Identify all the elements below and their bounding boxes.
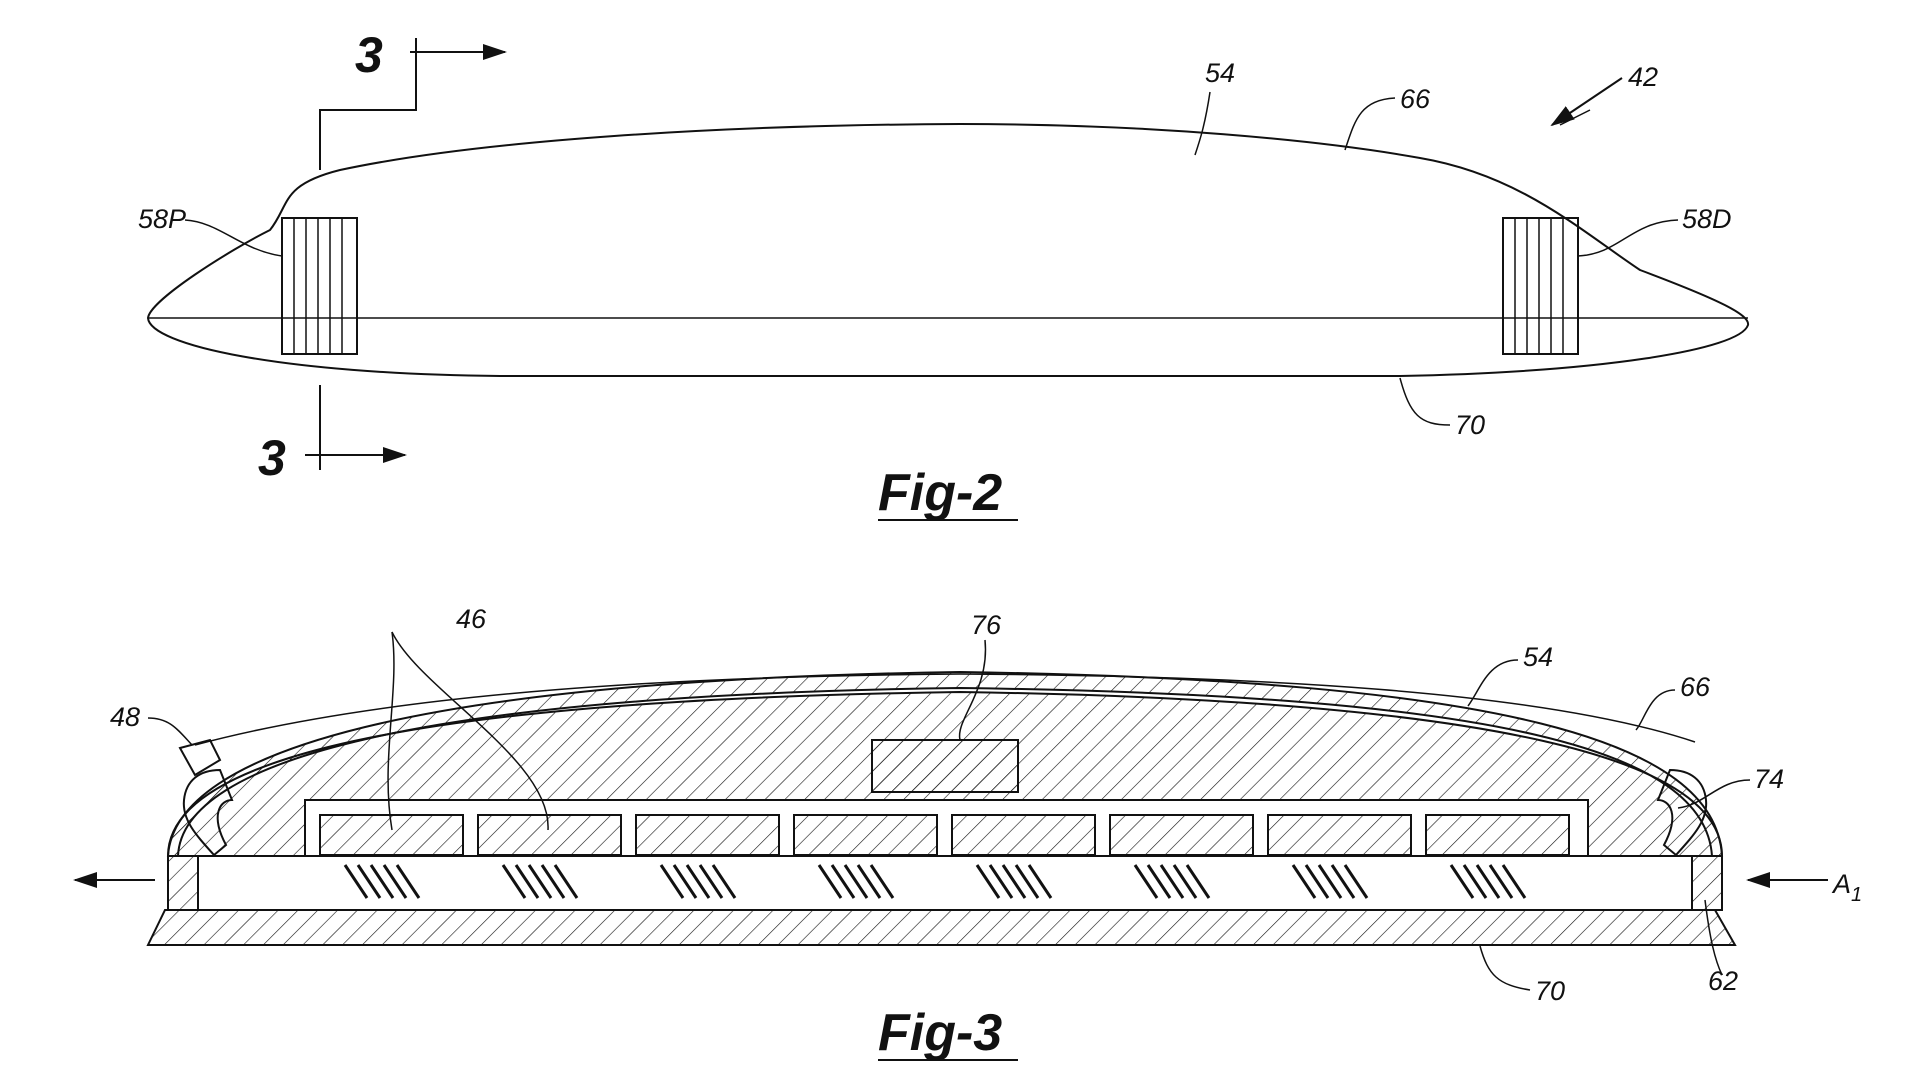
fig2-ref-42: 42 — [1628, 62, 1658, 92]
light-ray — [553, 864, 579, 899]
light-ray — [501, 864, 527, 899]
fig2-ref-66: 66 — [1400, 84, 1431, 114]
light-ray — [343, 864, 369, 899]
light-ray — [514, 864, 540, 899]
fig3-ref-48: 48 — [110, 702, 140, 732]
light-ray — [527, 864, 553, 899]
light-ray — [988, 864, 1014, 899]
fig3-ref-54: 54 — [1523, 642, 1553, 672]
fig2-assembly-outline — [146, 122, 1750, 377]
light-ray — [1449, 864, 1475, 899]
light-cell — [319, 814, 464, 856]
light-cell — [951, 814, 1096, 856]
light-ray — [382, 864, 408, 899]
outer-lens-54 — [166, 670, 1724, 857]
fig3-view: 46 76 54 66 48 74 A1 70 62 Fig-3 — [73, 604, 1862, 1062]
retainer-hook-left — [182, 768, 234, 857]
light-ray — [817, 864, 843, 899]
fig3-ref-70: 70 — [1535, 976, 1565, 1006]
connector-58p — [281, 217, 358, 355]
light-ray — [659, 864, 685, 899]
fig3-ref-a1: A1 — [1831, 869, 1862, 906]
retainer-hook-right-74 — [1656, 768, 1708, 857]
light-ray — [1317, 864, 1343, 899]
section-marker-bottom: 3 — [258, 430, 286, 486]
connector-58d — [1502, 217, 1579, 355]
light-cell — [1109, 814, 1254, 856]
fig3-label: Fig-3 — [878, 1004, 1002, 1062]
light-ray — [698, 864, 724, 899]
light-ray — [1304, 864, 1330, 899]
light-ray — [369, 864, 395, 899]
light-ray — [1027, 864, 1053, 899]
light-ray — [711, 864, 737, 899]
circuit-module-76 — [871, 739, 1019, 793]
light-ray — [1185, 864, 1211, 899]
light-cells-46 — [319, 814, 1570, 899]
fig2-ref-58d: 58D — [1682, 204, 1732, 234]
fig3-ref-66: 66 — [1680, 672, 1711, 702]
section-marker-top: 3 — [355, 27, 383, 83]
fig2-ref-54: 54 — [1205, 58, 1235, 88]
light-ray — [672, 864, 698, 899]
light-ray — [1014, 864, 1040, 899]
light-cell — [1425, 814, 1570, 856]
light-ray — [356, 864, 382, 899]
light-ray — [1159, 864, 1185, 899]
fig2-ref-70: 70 — [1455, 410, 1485, 440]
light-ray — [856, 864, 882, 899]
light-ray — [540, 864, 566, 899]
right-wall-62 — [1691, 855, 1723, 911]
fig2-ref-58p: 58P — [138, 204, 186, 234]
light-cell — [793, 814, 938, 856]
light-ray — [830, 864, 856, 899]
fig2-label: Fig-2 — [878, 464, 1002, 522]
fig3-ref-76: 76 — [971, 610, 1002, 640]
light-ray — [1475, 864, 1501, 899]
light-ray — [1001, 864, 1027, 899]
light-ray — [1501, 864, 1527, 899]
light-cell — [477, 814, 622, 856]
fig2-view: 3 3 54 66 42 58P 58D 70 Fig-2 — [138, 27, 1750, 522]
base-plate — [146, 909, 1737, 946]
light-ray — [975, 864, 1001, 899]
light-ray — [1462, 864, 1488, 899]
light-ray — [1291, 864, 1317, 899]
light-cell — [1267, 814, 1412, 856]
light-ray — [1133, 864, 1159, 899]
fig3-ref-74: 74 — [1754, 764, 1784, 794]
left-wall — [167, 855, 199, 911]
clip-48 — [178, 738, 222, 777]
light-ray — [1146, 864, 1172, 899]
light-ray — [869, 864, 895, 899]
light-ray — [395, 864, 421, 899]
light-ray — [843, 864, 869, 899]
fig3-ref-46: 46 — [456, 604, 487, 634]
light-ray — [1488, 864, 1514, 899]
section-line-3-3: 3 3 — [258, 27, 507, 486]
light-ray — [1172, 864, 1198, 899]
light-ray — [1343, 864, 1369, 899]
light-ray — [685, 864, 711, 899]
light-ray — [1330, 864, 1356, 899]
light-cell — [635, 814, 780, 856]
fig3-ref-62: 62 — [1708, 966, 1738, 996]
